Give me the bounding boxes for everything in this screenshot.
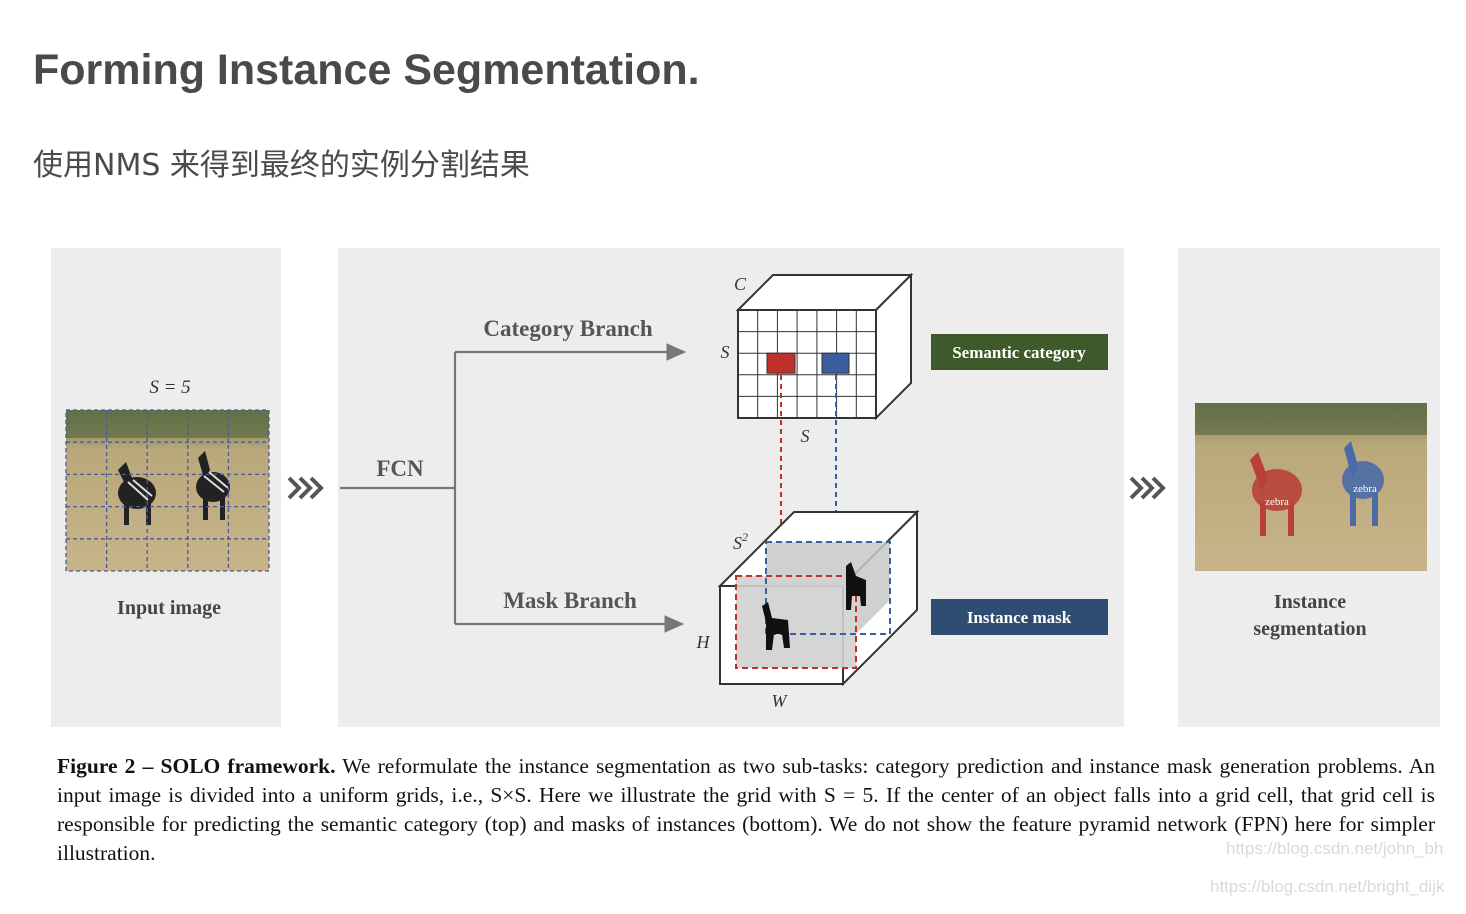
instance-mask-box <box>931 599 1108 635</box>
cube-c-label: C <box>734 274 747 294</box>
cube-s-bottom-label: S <box>801 426 810 446</box>
zebra-mask-2 <box>846 562 866 610</box>
mask-cube <box>717 509 920 687</box>
semantic-category-box <box>931 334 1108 370</box>
chevrons-left-icon <box>287 476 324 500</box>
red-cell <box>766 352 796 374</box>
caption-bold: Figure 2 – SOLO framework. <box>57 754 336 778</box>
semantic-category-label: Semantic category <box>952 343 1086 362</box>
zebra-mask-1 <box>762 602 790 650</box>
zebra-blue-instance <box>1342 441 1384 526</box>
caption-text: We reformulate the instance segmentation… <box>57 754 1435 865</box>
chevrons-right-icon <box>1129 476 1166 500</box>
cube-h-label: H <box>696 632 711 652</box>
mask-branch-label: Mask Branch <box>503 588 637 613</box>
category-branch-label: Category Branch <box>483 316 652 341</box>
instance-mask-label: Instance mask <box>967 608 1072 627</box>
zebra-red-instance <box>1250 452 1302 536</box>
fcn-label: FCN <box>376 456 424 481</box>
grid-size-label: S = 5 <box>149 377 190 398</box>
zebra-left <box>118 462 156 525</box>
page-heading: Forming Instance Segmentation. <box>33 46 700 94</box>
output-image: zebra zebra <box>1195 403 1427 571</box>
zebra-right <box>196 451 230 520</box>
input-image <box>65 409 270 572</box>
figure-caption: Figure 2 – SOLO framework. We reformulat… <box>57 752 1435 868</box>
page-subtitle: 使用NMS 来得到最终的实例分割结果 <box>33 148 530 183</box>
output-label-line1: Instance <box>1274 591 1346 613</box>
zebra-tag-1: zebra <box>1265 496 1289 508</box>
output-label-line2: segmentation <box>1253 618 1366 640</box>
zebra-tag-2: zebra <box>1353 483 1377 495</box>
blue-cell <box>821 352 850 374</box>
cube-s2-label: S2 <box>733 530 748 553</box>
category-cube <box>735 272 914 421</box>
cube-w-label: W <box>772 691 789 711</box>
watermark-2: https://blog.csdn.net/bright_dijk <box>1210 877 1445 896</box>
watermark-1: https://blog.csdn.net/john_bh <box>1226 839 1444 858</box>
network-flow <box>340 343 687 633</box>
input-grid <box>65 409 270 572</box>
cube-s-left-label: S <box>721 342 730 362</box>
input-image-label: Input image <box>117 597 221 619</box>
